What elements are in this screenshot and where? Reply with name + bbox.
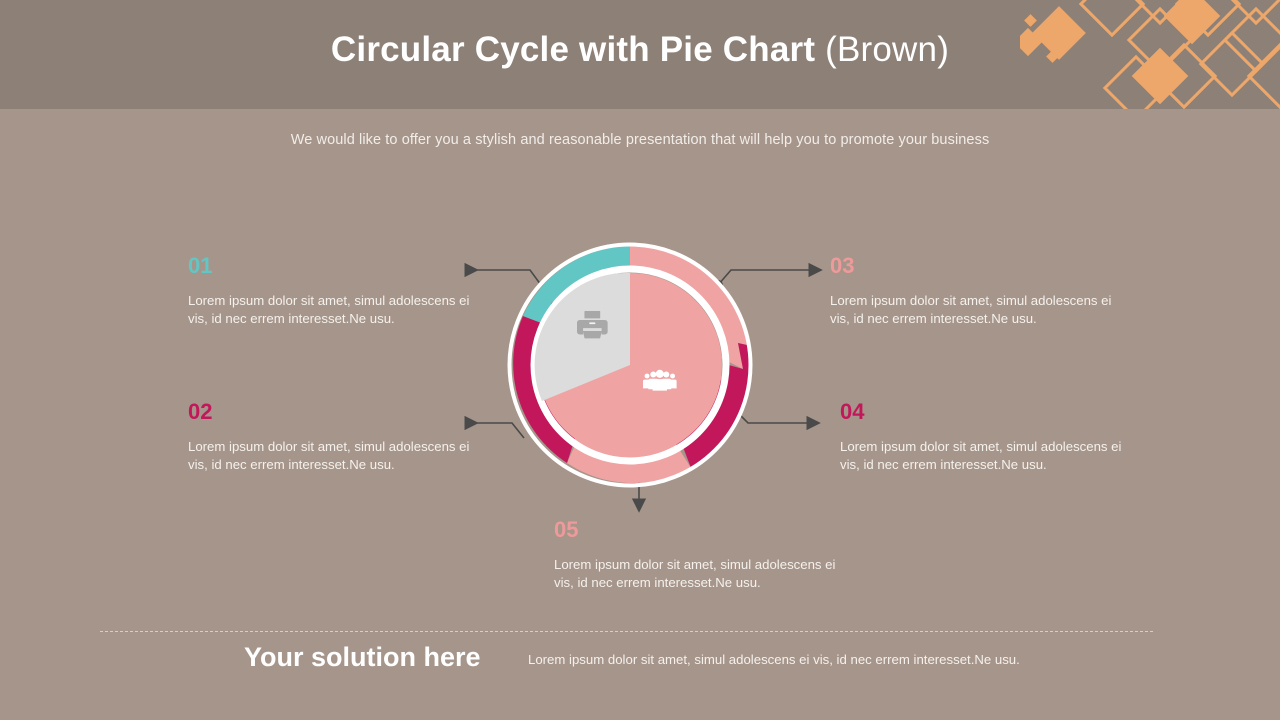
printer-icon (576, 311, 608, 339)
item-05-body: Lorem ipsum dolor sit amet, simul adoles… (554, 557, 836, 590)
item-02-number: 02 (188, 399, 213, 424)
ring-inner-outline (530, 265, 730, 465)
item-04-number: 04 (840, 399, 865, 424)
item-02-body: Lorem ipsum dolor sit amet, simul adoles… (188, 439, 470, 472)
connector-02 (464, 415, 525, 439)
ring-segment-salmon (630, 246, 747, 369)
item-03-body: Lorem ipsum dolor sit amet, simul adoles… (830, 293, 1112, 326)
item-03[interactable]: 03 Lorem ipsum dolor sit amet, simul ado… (830, 255, 1115, 328)
diagram-stage: 01 Lorem ipsum dolor sit amet, simul ado… (0, 180, 1280, 610)
footer-divider (100, 631, 1153, 632)
subtitle-text: We would like to offer you a stylish and… (290, 132, 990, 148)
item-01[interactable]: 01 Lorem ipsum dolor sit amet, simul ado… (188, 255, 473, 328)
item-04[interactable]: 04 Lorem ipsum dolor sit amet, simul ado… (840, 401, 1125, 474)
pie-slice-grey (534, 272, 630, 401)
item-01-body: Lorem ipsum dolor sit amet, simul adoles… (188, 293, 470, 326)
page-title: Circular Cycle with Pie Chart (Brown) (0, 30, 1280, 70)
people-group-icon (643, 369, 677, 391)
item-01-number: 01 (188, 253, 213, 278)
item-05-number: 05 (554, 517, 579, 542)
ring-outer-outline (507, 242, 753, 488)
circular-cycle-diagram (507, 242, 753, 488)
item-04-body: Lorem ipsum dolor sit amet, simul adoles… (840, 439, 1122, 472)
item-03-number: 03 (830, 253, 855, 278)
item-02[interactable]: 02 Lorem ipsum dolor sit amet, simul ado… (188, 401, 473, 474)
page-title-sub: (Brown) (825, 30, 950, 69)
connector-01 (464, 262, 542, 286)
connector-03 (717, 262, 823, 286)
pie-chart (534, 272, 722, 457)
page-title-main: Circular Cycle with Pie Chart (330, 30, 826, 69)
footer-title: Your solution here (244, 642, 481, 672)
header-bar: Circular Cycle with Pie Chart (Brown) (0, 0, 1280, 109)
item-05[interactable]: 05 Lorem ipsum dolor sit amet, simul ado… (554, 519, 839, 592)
footer-text: Lorem ipsum dolor sit amet, simul adoles… (528, 652, 1020, 667)
